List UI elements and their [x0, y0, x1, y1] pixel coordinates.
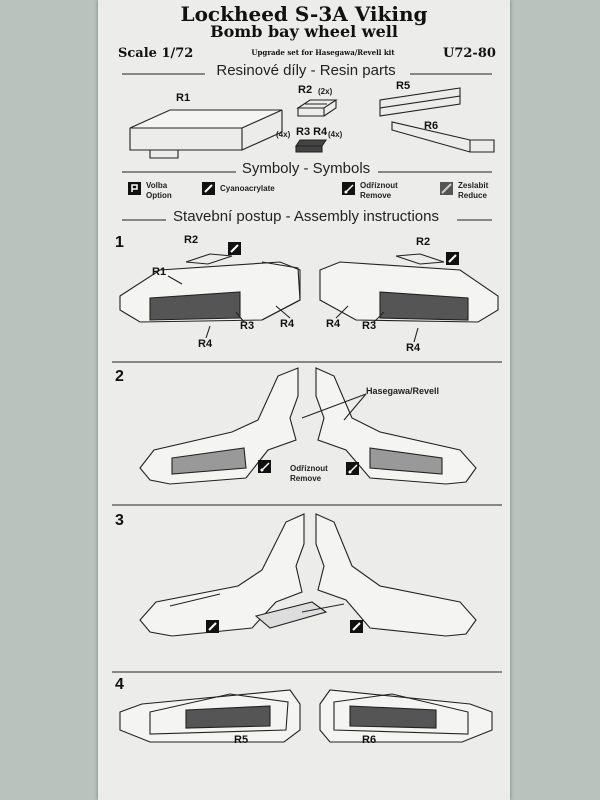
section-symbols: Symboly - Symbols [241, 160, 371, 177]
step1-r4-right-a: R4 [326, 318, 341, 330]
cyanoacrylate-icon [228, 242, 241, 255]
step-3-number: 3 [115, 512, 124, 529]
section-assembly: Stavební postup - Assembly instructions [173, 208, 439, 225]
part-r2-label: R2 [298, 84, 313, 96]
cut-remove-icon [258, 460, 271, 473]
step2-remove-text1: Odříznout [290, 464, 328, 473]
cyanoacrylate-icon [446, 252, 459, 265]
cut-remove-icon [342, 182, 355, 195]
part-r1-label: R1 [176, 92, 191, 104]
step1-r3-left: R3 [240, 320, 255, 332]
part-r6-drawing [391, 121, 495, 153]
symbol-reduce-text2: Reduce [458, 191, 487, 200]
sheet-subtitle: Bomb bay wheel well [210, 22, 398, 41]
step-2-number: 2 [115, 368, 124, 385]
symbol-remove-text2: Remove [360, 191, 392, 200]
symbol-reduce-text1: Zeslabit [458, 181, 489, 190]
product-code: U72-80 [443, 46, 496, 61]
step1-r4-left-a: R4 [280, 318, 295, 330]
step1-r3-right: R3 [362, 320, 377, 332]
part-r4-qty: (4x) [328, 130, 343, 139]
step-1-number: 1 [115, 234, 124, 251]
step1-left-assembly [119, 253, 301, 323]
part-r3-qty: (4x) [276, 130, 291, 139]
part-r3r4-label: R3 R4 [296, 126, 328, 138]
step4-r6-label: R6 [362, 734, 377, 746]
symbol-remove-text1: Odříznout [360, 181, 398, 190]
step4-r5-label: R5 [234, 734, 249, 746]
sheet-title: Lockheed S-3A Viking [180, 2, 428, 26]
part-r2-drawing [296, 99, 338, 117]
symbol-option-text2: Option [146, 191, 172, 200]
part-r5-drawing [379, 87, 461, 117]
step1-r4-left-b: R4 [198, 338, 213, 350]
step1-r4-right-b: R4 [406, 342, 421, 354]
section-resin-parts: Resinové díly - Resin parts [216, 62, 396, 79]
cyanoacrylate-icon [202, 182, 215, 195]
step1-r2-left: R2 [184, 234, 199, 246]
part-r5-label: R5 [396, 80, 411, 92]
symbol-cyano-text1: Cyanoacrylate [220, 184, 275, 193]
reduce-icon [440, 182, 453, 195]
symbol-option-text1: Volba [146, 181, 168, 190]
part-r6-label: R6 [424, 120, 439, 132]
step2-remove-text2: Remove [290, 474, 322, 483]
cyanoacrylate-icon [350, 620, 363, 633]
step3-left-half [139, 513, 305, 637]
step4-left-assembly [119, 689, 301, 743]
upgrade-note: Upgrade set for Hasegawa/Revell kit [251, 48, 395, 57]
step1-r1-left: R1 [152, 266, 167, 278]
step2-kit-label: Hasegawa/Revell [366, 386, 440, 396]
step1-r2-right: R2 [416, 236, 431, 248]
step2-left-half [139, 367, 299, 485]
step1-right-assembly [319, 253, 499, 323]
part-r1-drawing [129, 109, 283, 159]
step4-right-assembly [319, 689, 493, 743]
step2-right-half [315, 367, 477, 485]
option-icon [128, 182, 141, 195]
part-r2-qty: (2x) [318, 87, 333, 96]
step-4-number: 4 [115, 676, 124, 693]
cyanoacrylate-icon [206, 620, 219, 633]
step3-right-half [315, 513, 477, 637]
scale-label: Scale 1/72 [118, 46, 194, 61]
cut-remove-icon [346, 462, 359, 475]
